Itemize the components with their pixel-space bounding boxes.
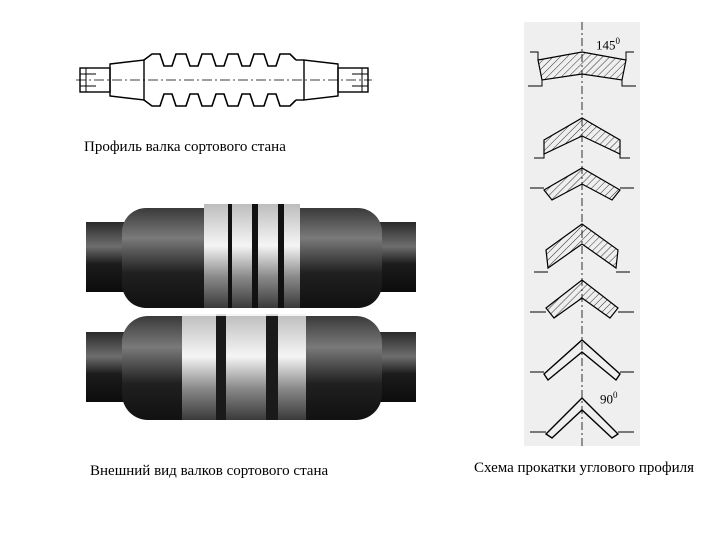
pass-6 (530, 339, 634, 382)
angle-label-90: 900 (598, 390, 620, 408)
angle-label-145: 1450 (594, 36, 622, 54)
pass-1 (528, 51, 636, 87)
rolling-scheme-diagram (528, 22, 636, 446)
rolling-scheme-caption: Схема прокатки углового профиля (473, 460, 695, 476)
roll-profile-drawing (76, 53, 372, 107)
pass-2 (534, 117, 630, 159)
pass-7 (530, 397, 634, 439)
pass-3 (530, 167, 634, 201)
rolls-photo-caption: Внешний вид валков сортового стана (90, 463, 329, 479)
pass-5 (530, 279, 634, 319)
pass-4 (534, 223, 630, 273)
roll-profile-caption: Профиль валка сортового стана (84, 139, 286, 155)
rolls-photo (86, 204, 416, 420)
rolling-scheme-panel (524, 22, 640, 446)
